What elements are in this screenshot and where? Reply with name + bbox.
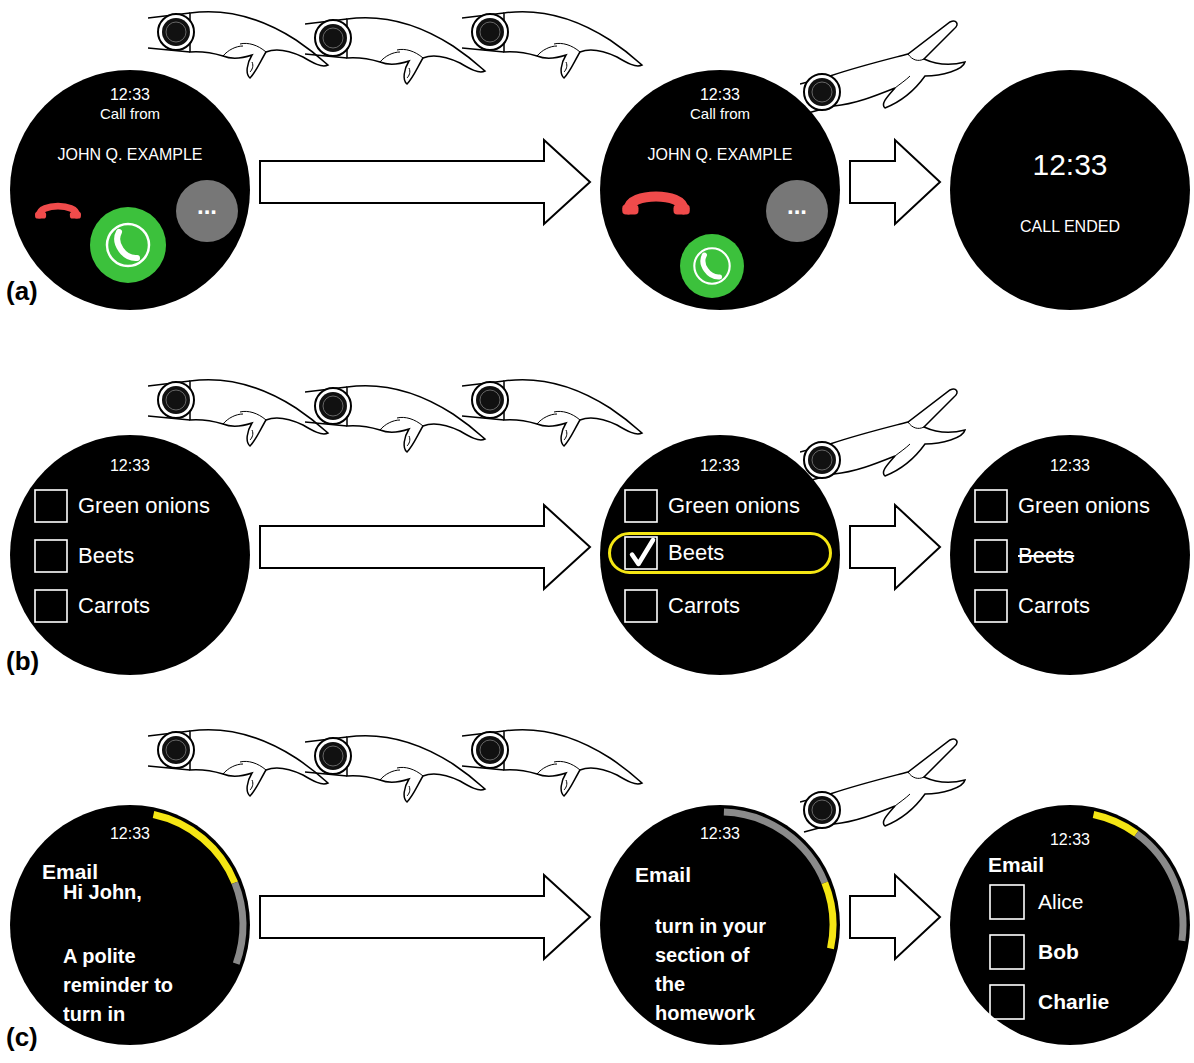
panel-label: (b) <box>6 646 39 677</box>
screen-text: 12:33 <box>10 825 250 843</box>
block-arrow <box>850 505 940 589</box>
screen-text: 12:33 <box>10 86 250 104</box>
screen-text: Hi John, <box>63 881 203 904</box>
screen-text: Call from <box>600 105 840 122</box>
screen-text: 12:33 <box>10 457 250 475</box>
screen-text: 12:33 <box>950 457 1190 475</box>
screen-text: Call from <box>10 105 250 122</box>
watch-face: 12:33EmailAliceBobCharlie <box>950 805 1190 1045</box>
watch-face: 12:33Email turn in your section of the ho… <box>600 805 840 1045</box>
screen-text: Email <box>42 860 162 884</box>
screen-text: Carrots <box>1018 593 1178 618</box>
screen-text: Carrots <box>668 593 828 618</box>
block-arrow <box>260 140 590 224</box>
more-button: ... <box>766 180 828 242</box>
watch-face: 12:33Green onionsBeetsCarrots <box>950 435 1190 675</box>
screen-text: 12:33 <box>600 825 840 843</box>
selected-item: Beets <box>608 532 832 574</box>
hand-row-a <box>148 12 965 114</box>
screen-text: Green onions <box>668 493 828 518</box>
block-arrow <box>260 505 590 589</box>
screen-text: Alice <box>1038 890 1168 914</box>
block-arrow <box>850 140 940 224</box>
screen-text: A polite reminder to turn in <box>63 942 195 1029</box>
more-button: ... <box>176 180 238 242</box>
screen-text: Beets <box>78 543 238 568</box>
screen-text: ... <box>766 192 828 220</box>
panel-label: (c) <box>6 1022 38 1053</box>
screen-text: turn in your section of the homework <box>655 912 783 1028</box>
screen-text: Green onions <box>78 493 238 518</box>
shape-outline <box>950 70 1190 310</box>
screen-text: Beets <box>1018 543 1178 568</box>
screen-text: 12:33 <box>600 457 840 475</box>
panel-label: (a) <box>6 276 38 307</box>
watch-face: 12:33EmailHi John, A polite reminder to t… <box>10 805 250 1045</box>
hand-row-b <box>148 380 965 482</box>
screen-text: Bob <box>1038 940 1168 964</box>
watch-face: 12:33CALL ENDED <box>950 70 1190 310</box>
block-arrow <box>850 875 940 959</box>
block-arrow <box>260 875 590 959</box>
screen-text: JOHN Q. EXAMPLE <box>10 146 250 164</box>
screen-text: 12:33 <box>950 831 1190 849</box>
watch-face: 12:33Green onionsCarrots Beets <box>600 435 840 675</box>
screen-text: Green onions <box>1018 493 1178 518</box>
watch-face: 12:33Call fromJOHN Q. EXAMPLE... <box>600 70 840 310</box>
watch-face: 12:33Green onionsBeetsCarrots <box>10 435 250 675</box>
screen-text: JOHN Q. EXAMPLE <box>600 146 840 164</box>
watch-face: 12:33Call fromJOHN Q. EXAMPLE... <box>10 70 250 310</box>
screen-text: Charlie <box>1038 990 1168 1014</box>
screen-text: Carrots <box>78 593 238 618</box>
screen-text: 12:33 <box>950 148 1190 183</box>
screen-text: Email <box>635 863 755 887</box>
screen-text: Beets <box>668 540 818 565</box>
screen-text: CALL ENDED <box>950 218 1190 236</box>
hand-row-c <box>148 730 965 832</box>
screen-text: 12:33 <box>600 86 840 104</box>
screen-text: ... <box>176 192 238 220</box>
screen-text: Email <box>988 853 1108 877</box>
